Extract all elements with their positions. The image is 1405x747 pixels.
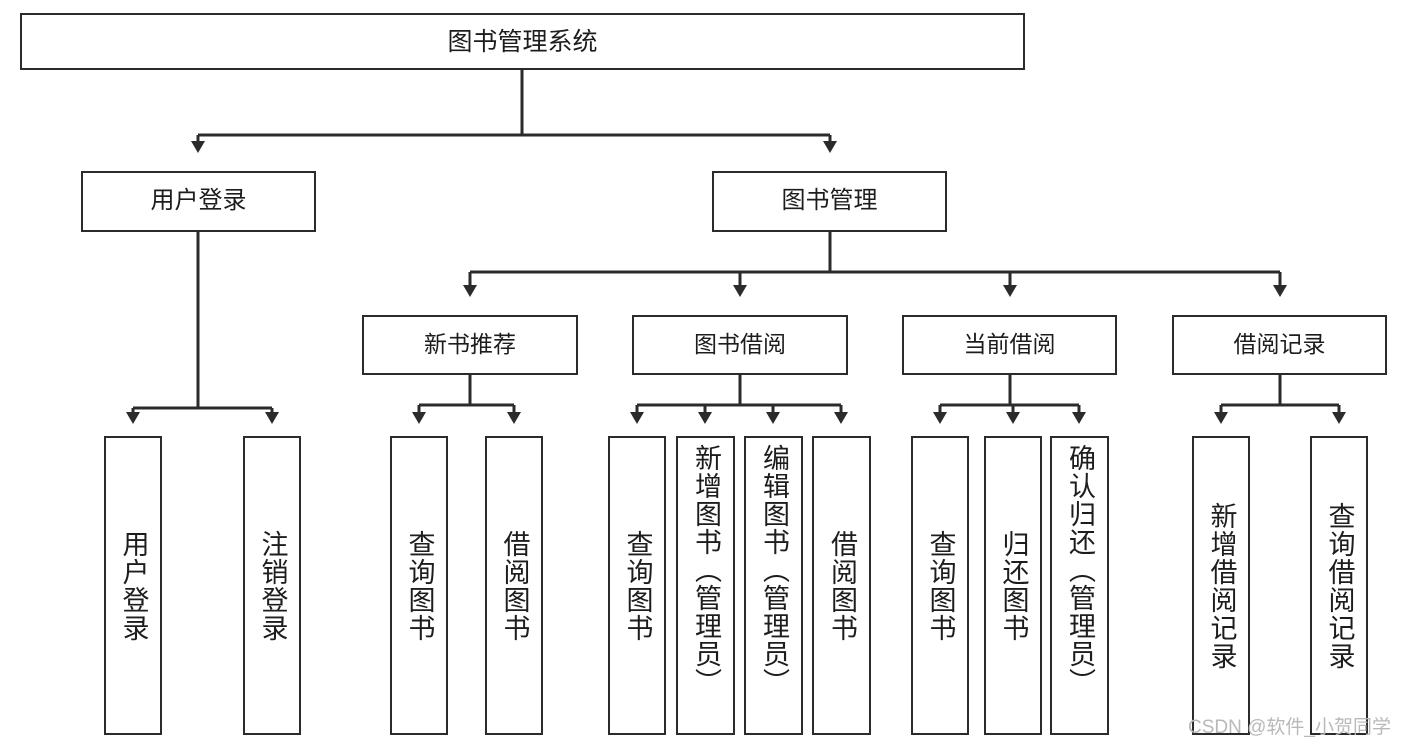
leaf-query-book-cur-label: 查询图书 <box>925 529 956 642</box>
node-user-login[interactable]: 用户登录 <box>81 171 316 232</box>
leaf-return-book-label: 归还图书 <box>998 529 1029 642</box>
leaf-query-book-label: 查询图书 <box>622 529 653 642</box>
node-new-book-rec-label: 新书推荐 <box>424 331 516 358</box>
leaf-borrow-book[interactable]: 借阅图书 <box>812 436 871 735</box>
node-new-book-rec[interactable]: 新书推荐 <box>362 315 578 375</box>
leaf-query-book[interactable]: 查询图书 <box>608 436 666 735</box>
node-root-label: 图书管理系统 <box>447 27 598 56</box>
leaf-logout[interactable]: 注销登录 <box>243 436 301 735</box>
leaf-query-book-rec-label: 查询图书 <box>404 529 435 642</box>
node-book-manage-label: 图书管理 <box>781 187 878 215</box>
leaf-add-book-label: 新增图书（管理员） <box>691 444 721 696</box>
leaf-query-book-cur[interactable]: 查询图书 <box>911 436 969 735</box>
leaf-edit-book-label: 编辑图书（管理员） <box>759 444 789 696</box>
csdn-watermark: CSDN @软件_小贺同学 <box>1188 717 1391 738</box>
leaf-user-login[interactable]: 用户登录 <box>104 436 162 735</box>
node-borrow-record-label: 借阅记录 <box>1233 331 1326 358</box>
leaf-return-book[interactable]: 归还图书 <box>984 436 1042 735</box>
leaf-query-record[interactable]: 查询借阅记录 <box>1310 436 1368 735</box>
leaf-confirm-return-label: 确认归还（管理员） <box>1065 444 1095 696</box>
leaf-add-record[interactable]: 新增借阅记录 <box>1192 436 1250 735</box>
leaf-borrow-book-label: 借阅图书 <box>827 529 857 642</box>
leaf-edit-book[interactable]: 编辑图书（管理员） <box>744 436 803 735</box>
node-user-login-label: 用户登录 <box>150 187 247 215</box>
leaf-borrow-book-rec[interactable]: 借阅图书 <box>485 436 543 735</box>
leaf-add-book[interactable]: 新增图书（管理员） <box>676 436 735 735</box>
leaf-borrow-book-rec-label: 借阅图书 <box>499 529 530 642</box>
node-root[interactable]: 图书管理系统 <box>20 13 1025 70</box>
node-current-borrow[interactable]: 当前借阅 <box>902 315 1117 375</box>
node-book-borrow[interactable]: 图书借阅 <box>632 315 848 375</box>
node-borrow-record[interactable]: 借阅记录 <box>1172 315 1387 375</box>
node-book-borrow-label: 图书借阅 <box>694 331 786 358</box>
leaf-query-record-label: 查询借阅记录 <box>1324 501 1355 670</box>
node-book-manage[interactable]: 图书管理 <box>712 171 947 232</box>
leaf-user-login-label: 用户登录 <box>118 529 149 642</box>
leaf-add-record-label: 新增借阅记录 <box>1206 501 1237 670</box>
leaf-query-book-rec[interactable]: 查询图书 <box>390 436 448 735</box>
leaf-confirm-return[interactable]: 确认归还（管理员） <box>1050 436 1109 735</box>
leaf-logout-label: 注销登录 <box>257 529 288 642</box>
node-current-borrow-label: 当前借阅 <box>963 331 1056 358</box>
